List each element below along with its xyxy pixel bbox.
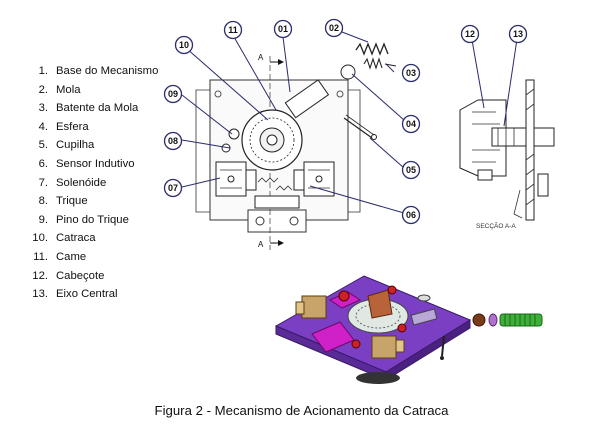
- svg-text:03: 03: [406, 68, 416, 78]
- legend-item: 10.Catraca: [32, 232, 96, 245]
- iso-render: [274, 275, 543, 384]
- svg-text:07: 07: [168, 183, 178, 193]
- legend-label: Cupilha: [56, 139, 95, 152]
- svg-text:13: 13: [513, 29, 523, 39]
- central-shaft: [491, 127, 555, 147]
- legend-item: 2.Mola: [38, 83, 81, 96]
- callout-06: 06: [401, 205, 421, 225]
- callout-10: 10: [174, 35, 194, 55]
- svg-text:06: 06: [406, 210, 416, 220]
- section-mark-top: A: [258, 53, 264, 62]
- svg-text:01: 01: [278, 24, 288, 34]
- ball-part: [340, 64, 356, 80]
- callout-09: 09: [163, 84, 183, 104]
- legend-label: Trique: [56, 195, 88, 208]
- iso-solenoid-right: [371, 335, 397, 359]
- callout-01: 01: [273, 19, 293, 39]
- legend-item: 8.Trique: [38, 195, 88, 208]
- legend-label: Catraca: [56, 232, 96, 245]
- section-view: SECÇÃO A-A: [459, 79, 555, 230]
- svg-text:08: 08: [168, 136, 178, 146]
- loose-parts: [340, 42, 397, 140]
- legend-label: Came: [56, 250, 87, 263]
- legend-item: 3.Batente da Mola: [38, 102, 139, 115]
- section-arrows: [270, 59, 284, 246]
- legend-label: Cabeçote: [56, 269, 105, 282]
- callout-03: 03: [401, 63, 421, 83]
- legend-item: 9.Pino do Trique: [38, 213, 129, 226]
- front-view: [195, 56, 361, 250]
- svg-text:10: 10: [179, 40, 189, 50]
- legend-label: Base do Mecanismo: [56, 65, 159, 77]
- spring-part: [355, 42, 389, 56]
- leader-lines: [181, 31, 518, 214]
- legend-label: Sensor Indutivo: [56, 157, 135, 170]
- callout-12: 12: [460, 24, 480, 44]
- right-solenoid: [293, 161, 335, 197]
- svg-text:11: 11: [228, 25, 238, 35]
- callout-11: 11: [223, 20, 243, 40]
- svg-text:04: 04: [406, 119, 416, 129]
- legend-item: 4.Esfera: [38, 120, 89, 133]
- callout-08: 08: [163, 131, 183, 151]
- cotter-pin-part: [343, 114, 377, 140]
- ratchet-wheel: [241, 109, 303, 171]
- legend-label: Batente da Mola: [56, 102, 139, 115]
- legend-label: Solenóide: [56, 176, 107, 189]
- callout-07: 07: [163, 178, 183, 198]
- svg-text:05: 05: [406, 165, 416, 175]
- legend-label: Pino do Trique: [56, 213, 129, 226]
- lower-block: [247, 209, 307, 233]
- spring-stop-part: [363, 57, 397, 70]
- legend-label: Mola: [56, 83, 81, 96]
- callout-13: 13: [508, 24, 528, 44]
- svg-text:12: 12: [465, 29, 475, 39]
- legend-item: 13.Eixo Central: [32, 288, 118, 301]
- iso-ball: [472, 313, 486, 327]
- legend-item: 12.Cabeçote: [32, 269, 105, 282]
- legend-label: Esfera: [56, 120, 89, 133]
- section-mark-bottom: A: [258, 240, 264, 249]
- figure-caption: Figura 2 - Mecanismo de Acionamento da C…: [154, 403, 449, 418]
- legend-item: 5.Cupilha: [38, 139, 95, 152]
- section-label: SECÇÃO A-A: [476, 221, 516, 230]
- trigger-pin: [228, 128, 240, 140]
- left-solenoid: [215, 161, 257, 197]
- trigger-springs: [254, 177, 300, 209]
- iso-spring: [499, 313, 543, 327]
- callout-02: 02: [324, 18, 344, 38]
- parts-legend: 1.Base do Mecanismo 2.Mola 3.Batente da …: [26, 62, 158, 304]
- legend-label: Eixo Central: [56, 288, 118, 301]
- legend-item: 11.Came: [33, 250, 87, 263]
- legend-item: 1.Base do Mecanismo: [38, 65, 159, 77]
- legend-item: 6.Sensor Indutivo: [38, 157, 135, 170]
- iso-solenoid-left: [301, 295, 327, 319]
- callout-05: 05: [401, 160, 421, 180]
- callout-04: 04: [401, 114, 421, 134]
- svg-text:09: 09: [168, 89, 178, 99]
- legend-item: 7.Solenóide: [38, 176, 107, 189]
- cam-arm: [284, 79, 330, 119]
- svg-text:02: 02: [329, 23, 339, 33]
